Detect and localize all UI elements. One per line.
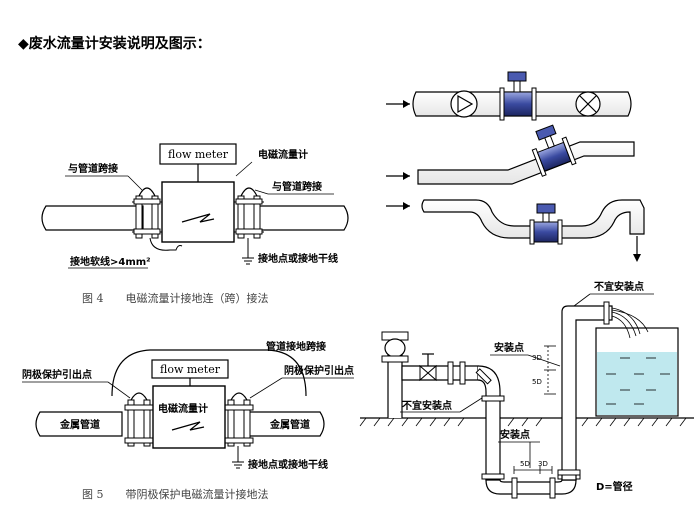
fig4-label-ground-wire: 接地软线>4mm² [70,255,151,268]
page-title: ◆废水流量计安装说明及图示： [18,36,211,52]
flowmeter-row2 [531,124,577,177]
label-good-lower: 安装点 [500,428,530,441]
flange-outlet [603,301,610,325]
installation-points: 3D 5D 5D 3D 不宜安装点 安装点 不宜安装点 安装点 D=管径 [359,280,694,499]
fig4-flow-arrow [181,213,215,223]
flange-bottom-left [481,473,505,480]
fig5-label-cathode-left: 阴极保护引出点 [22,368,92,381]
flange-header-2 [459,361,466,385]
bottom-dimension [513,466,553,474]
fig5-flange-left [124,399,154,447]
flange-riser-top [481,395,505,402]
label-bad-top: 不宜安装点 [594,280,644,293]
dim-3d-bottom: 3D [538,460,548,468]
elbow-down [477,365,501,481]
fig5-label-bond: 管道接地跨接 [266,340,326,353]
fig5-label-pipe-right: 金属管道 [269,418,310,431]
flowmeter-row1 [499,71,537,121]
fig4-bond-strap-left [138,187,156,197]
label-bad-lower: 不宜安装点 [402,399,452,412]
dim-5d: 5D [532,378,542,386]
riser-dimension [544,345,556,395]
fig5-flange-right [224,399,254,447]
fig5-bond-loop [111,349,307,397]
tall-riser [561,305,613,481]
gate-valve-icon [419,353,437,382]
water-tank [595,327,679,417]
pipe-row3 [421,199,645,239]
valve-icon [575,91,601,117]
fig4-meter-label: flow meter [168,148,229,161]
pipe-arrangements [386,71,645,262]
fig4-ground-symbol [242,257,254,265]
figure-4-grounding: flow meter 电磁流量计 与管道跨接 与管道跨接 接地软线>4mm² 接… [41,143,349,305]
fig4-bond-strap-right [240,187,258,197]
flange-header-1 [447,361,454,385]
flange-bottom-2 [549,477,556,499]
fig4-pipe-right [257,205,349,231]
fig4-label-bond-left: 与管道跨接 [68,162,118,175]
outflow-stream [611,307,649,339]
figure-5-cathodic: 电磁流量计 flow meter 管道接地跨接 阴极保护引出点 阴极保护引出点 … [22,340,354,501]
fig4-meter-body [161,181,235,243]
water-ripples [606,357,670,405]
fig5-label-meter: 电磁流量计 [158,402,208,415]
fig5-ground-symbol [232,461,244,469]
fig4-pipe-left [41,205,144,231]
fig5-pipe-right [247,411,325,437]
pipe-row2 [417,141,635,185]
left-pump-icon [381,331,409,363]
fig4-flange-left [132,195,162,239]
fig5-meter-label: flow meter [160,363,221,376]
header-pipe [401,365,479,381]
ground-hatch [359,417,687,427]
flange-riser-bottom [557,469,581,476]
fig5-label-cathode-right: 阴极保护引出点 [284,364,354,377]
label-good-upper: 安装点 [494,341,524,354]
label-pipe-dia: D=管径 [596,480,633,493]
fig5-label-ground-point: 接地点或接地干线 [248,458,328,471]
fig4-caption: 图 4 电磁流量计接地连（跨）接法 [82,291,269,305]
fig4-ground-wire [149,237,183,251]
elbow-flange [475,368,492,385]
flowmeter-row3 [529,203,563,245]
water-level [597,352,677,415]
fig5-label-pipe-left: 金属管道 [59,418,100,431]
fig4-label-ground-point: 接地点或接地干线 [258,252,338,265]
fig5-flow-arrow [171,421,205,431]
flange-bottom-1 [511,477,518,499]
dim-5d-bottom: 5D [520,460,530,468]
fig4-label-bond-right: 与管道跨接 [272,180,322,193]
fig5-pipe-left [35,411,123,437]
fig4-label-meter: 电磁流量计 [258,148,308,161]
bottom-pipe [485,479,577,495]
fig4-flange-right [234,195,264,239]
fig5-meter-body [152,385,226,449]
fig5-caption: 图 5 带阴极保护电磁流量计接地法 [82,487,269,501]
